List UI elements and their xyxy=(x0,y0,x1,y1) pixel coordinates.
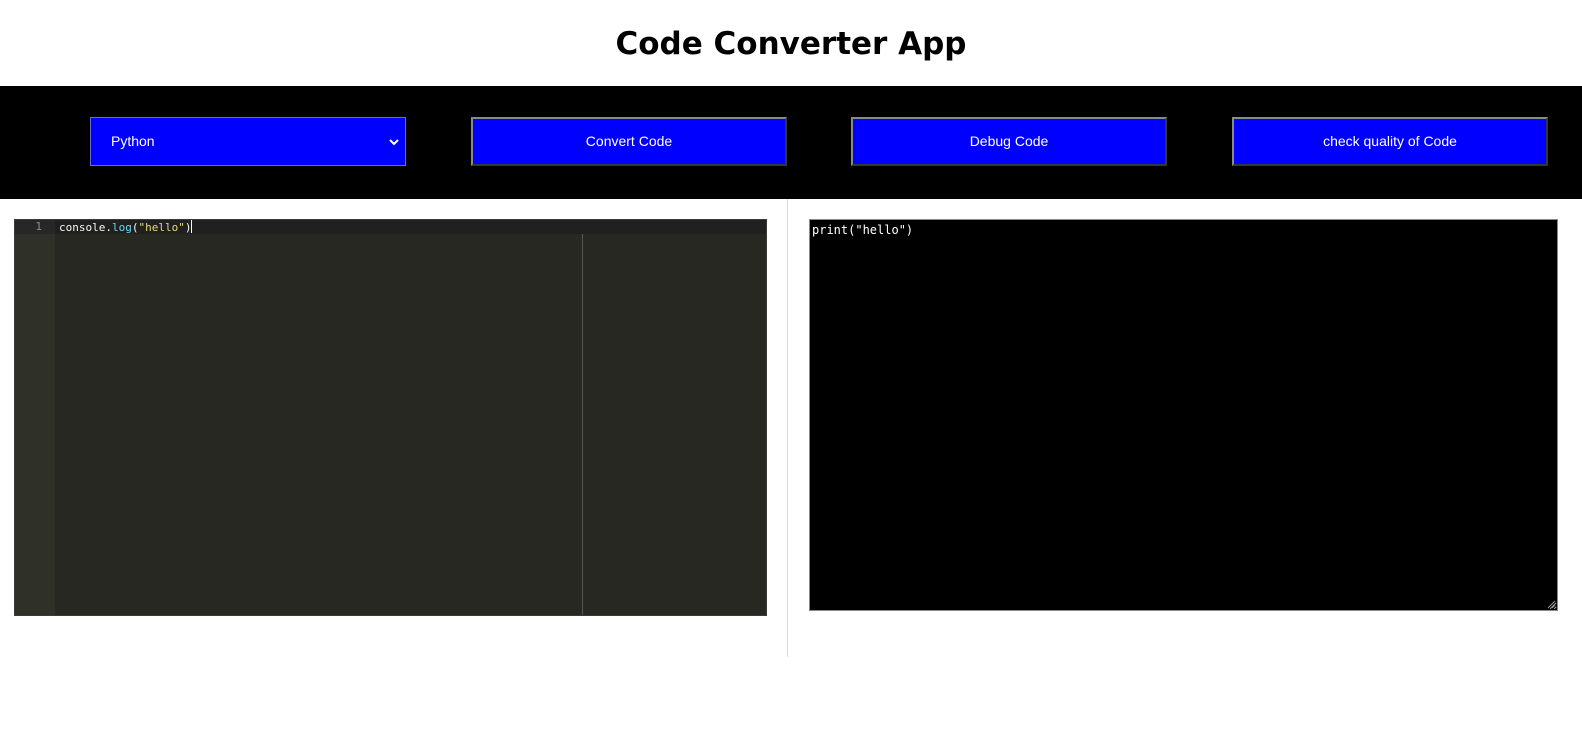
code-line[interactable]: console.log("hello") xyxy=(59,220,193,235)
text-cursor xyxy=(191,220,193,233)
print-margin xyxy=(582,234,583,615)
code-editor[interactable]: 1 console.log("hello") xyxy=(14,219,767,616)
resize-handle-icon[interactable] xyxy=(1545,598,1556,609)
toolbar: Python Convert Code Debug Code check qua… xyxy=(0,86,1582,199)
gutter-active-line xyxy=(15,220,55,234)
convert-code-button[interactable]: Convert Code xyxy=(471,117,787,166)
panel-divider xyxy=(787,199,788,657)
code-token-open-paren: ( xyxy=(131,221,139,234)
output-textarea[interactable]: print("hello") xyxy=(809,219,1558,611)
code-token-string: "hello" xyxy=(138,221,185,234)
line-number: 1 xyxy=(35,220,42,233)
language-select[interactable]: Python xyxy=(90,117,406,166)
code-token-method: log xyxy=(111,221,132,234)
chevron-down-icon xyxy=(389,139,399,146)
code-token-dot: . xyxy=(105,221,112,234)
code-token-object: console xyxy=(59,221,106,234)
debug-code-button[interactable]: Debug Code xyxy=(851,117,1167,166)
language-select-value: Python xyxy=(111,133,155,149)
editor-gutter xyxy=(15,220,55,615)
active-line-highlight xyxy=(15,220,766,234)
code-token-close-paren: ) xyxy=(184,221,192,234)
check-quality-button[interactable]: check quality of Code xyxy=(1232,117,1548,166)
page-title: Code Converter App xyxy=(615,26,967,62)
